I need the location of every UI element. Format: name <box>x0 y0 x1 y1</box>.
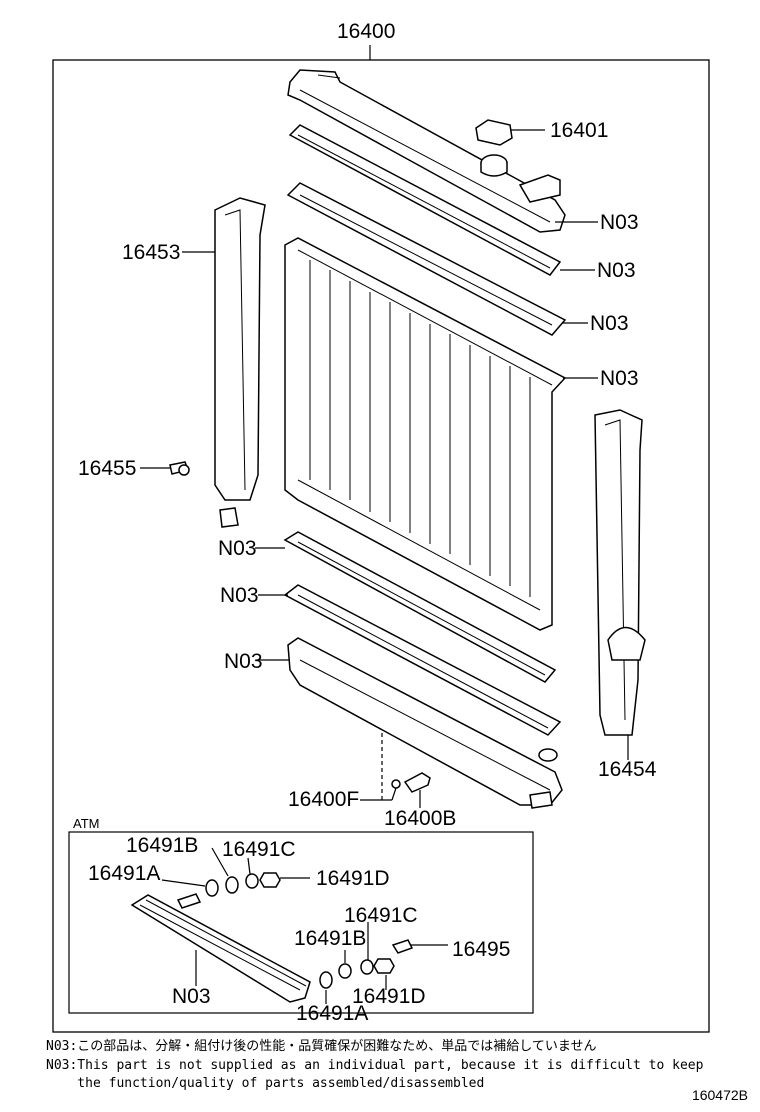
lower-gasket <box>283 584 562 736</box>
part-label-16454: 16454 <box>598 758 657 781</box>
drain-cock-16400B <box>403 772 431 793</box>
fitting-set-lower <box>319 939 414 989</box>
part-label-16491C-a: 16491C <box>222 838 296 861</box>
part-label-n03-4: N03 <box>600 367 639 390</box>
part-label-16400F: 16400F <box>288 788 359 811</box>
lower-core-plate <box>283 531 557 683</box>
drain-gasket-16400F <box>391 779 401 789</box>
side-support-right-16454 <box>594 409 646 736</box>
diagram-code: 160472B <box>691 1087 748 1103</box>
part-label-n03-2: N03 <box>597 259 636 282</box>
part-label-16491D-b: 16491D <box>352 985 426 1008</box>
bolt-16455 <box>169 461 190 476</box>
part-label-16491A-a: 16491A <box>88 862 160 885</box>
part-label-16491C-b: 16491C <box>344 904 418 927</box>
side-support-left-16453 <box>214 197 266 528</box>
fitting-set-upper <box>205 872 281 897</box>
part-label-16495: 16495 <box>452 938 510 961</box>
note-japanese: N03:この部品は、分解・組付け後の性能・品質確保が困難なため、単品では補給して… <box>46 1039 597 1054</box>
part-label-n03-5: N03 <box>218 537 257 560</box>
part-label-n03-8: N03 <box>172 985 211 1008</box>
part-label-16491B-b: 16491B <box>294 927 366 950</box>
part-label-16491B-a: 16491B <box>126 834 198 857</box>
note-english-line2: the function/quality of parts assembled/… <box>46 1076 485 1091</box>
upper-gasket <box>288 124 562 276</box>
note-english-line1: N03:This part is not supplied as an indi… <box>46 1058 704 1073</box>
radiator-core <box>284 237 567 631</box>
oil-cooler <box>130 893 311 1003</box>
part-label-n03-3: N03 <box>590 312 629 335</box>
atm-box <box>68 831 534 1014</box>
upper-core-plate <box>286 182 567 336</box>
part-label-16491A-b: 16491A <box>296 1002 368 1025</box>
part-label-n03-6: N03 <box>220 584 259 607</box>
radiator-cap-16401 <box>475 119 561 203</box>
part-label-16401: 16401 <box>550 119 608 142</box>
part-label-16455: 16455 <box>78 457 136 480</box>
part-label-16453: 16453 <box>122 241 180 264</box>
part-label-16400B: 16400B <box>384 807 456 830</box>
part-label-n03-1: N03 <box>600 211 639 234</box>
part-label-n03-7: N03 <box>224 650 263 673</box>
upper-tank <box>287 69 566 233</box>
part-label-16400: 16400 <box>337 20 395 43</box>
main-frame <box>52 59 710 1033</box>
lower-tank <box>287 637 563 809</box>
part-label-16491D-a: 16491D <box>316 867 390 890</box>
atm-box-title: ATM <box>73 816 99 831</box>
